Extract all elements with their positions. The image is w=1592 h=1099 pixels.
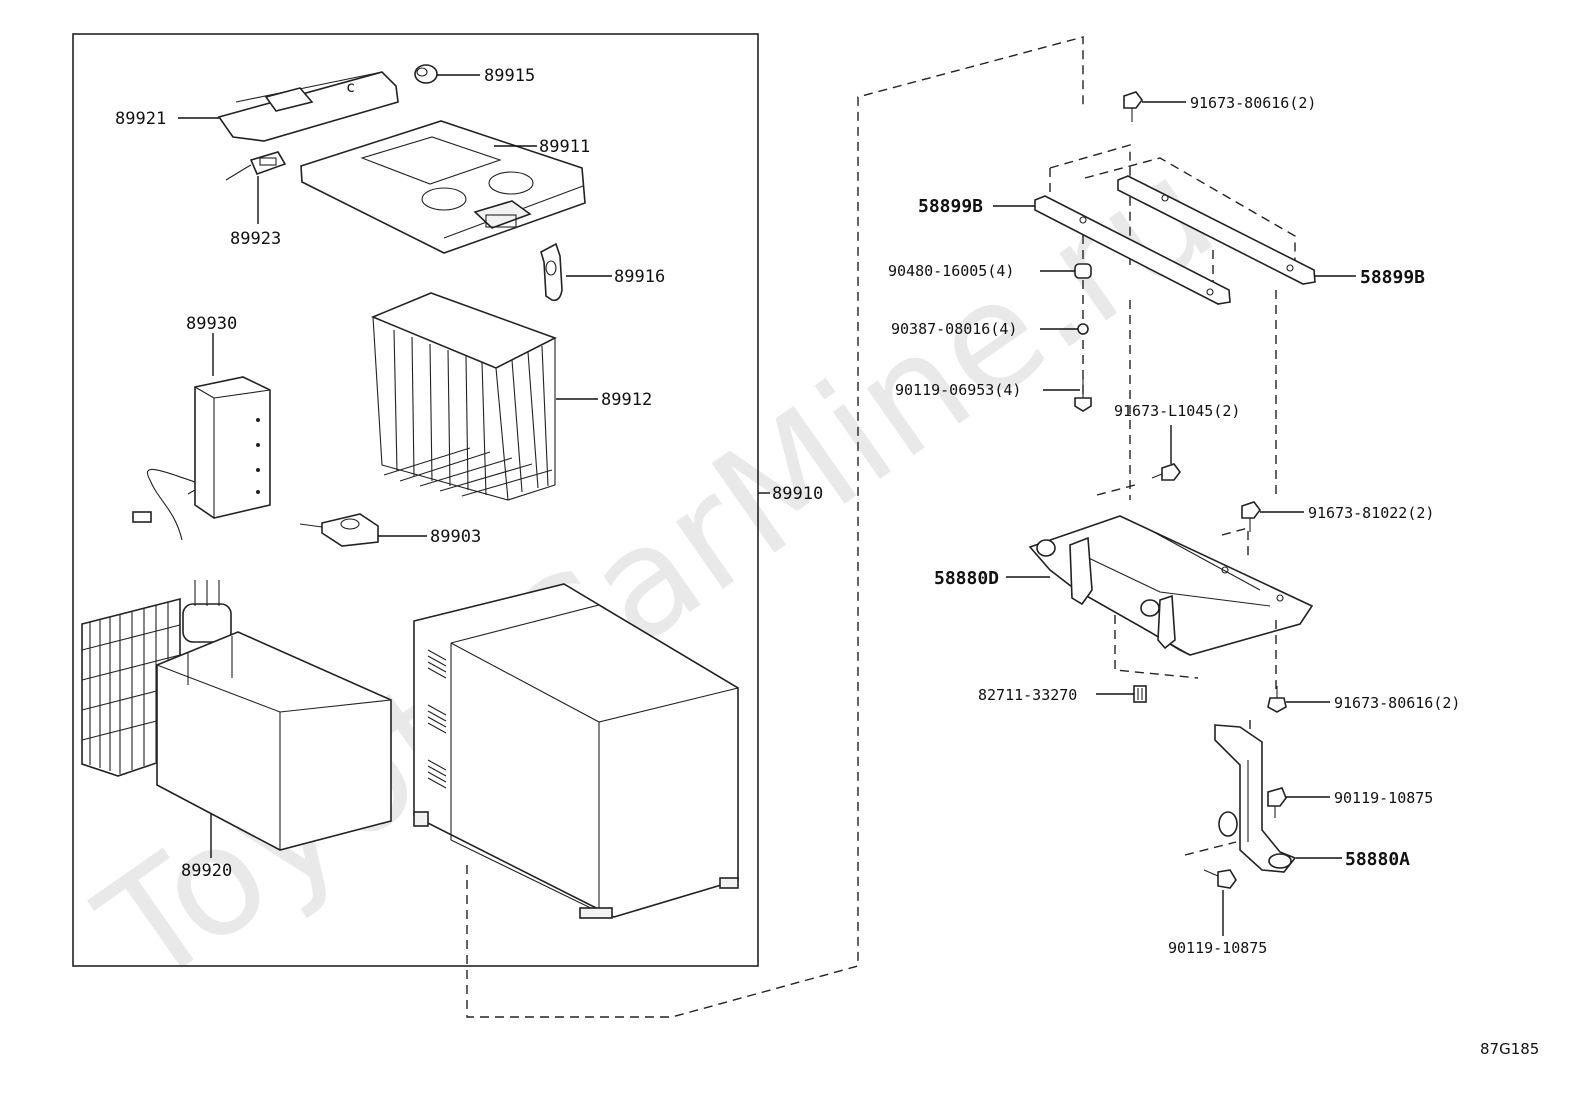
- label-89920: 89920: [181, 861, 232, 881]
- label-89916: 89916: [614, 267, 665, 287]
- part-89912-basket: [370, 292, 558, 501]
- label-89923: 89923: [230, 229, 281, 249]
- part-condenser-grid: [81, 580, 232, 777]
- label-90119-10875-right: 90119-10875: [1334, 789, 1433, 807]
- label-89911: 89911: [539, 137, 590, 157]
- part-89916-latch: [540, 242, 563, 302]
- label-90387: 90387-08016(4): [891, 320, 1017, 338]
- label-58880D: 58880D: [934, 568, 999, 589]
- label-89903: 89903: [430, 527, 481, 547]
- label-89930: 89930: [186, 314, 237, 334]
- label-90119-10875-bottom: 90119-10875: [1168, 939, 1267, 957]
- dashed-connector: [466, 36, 1084, 1018]
- label-58899B-right: 58899B: [1360, 267, 1425, 288]
- label-89912: 89912: [601, 390, 652, 410]
- grommet-90480-icon: [1074, 263, 1092, 279]
- label-91673-80616-top: 91673-80616(2): [1190, 94, 1316, 112]
- part-89930-plate: [132, 376, 271, 541]
- bolt-90119-10875-right-icon: [1267, 787, 1287, 818]
- part-89915-knob: [414, 64, 438, 84]
- group-frame: [72, 33, 759, 967]
- part-58880D-carrier: [1028, 484, 1314, 656]
- bolt-91673-80616-top-icon: [1123, 91, 1143, 122]
- label-91673-81022: 91673-81022(2): [1308, 504, 1434, 522]
- bolt-91673-81022-icon: [1241, 501, 1261, 532]
- part-58880A-bracket: [1184, 724, 1297, 873]
- part-89923-switch: [225, 151, 287, 181]
- label-58899B-left: 58899B: [918, 196, 983, 217]
- label-90119-06953: 90119-06953(4): [895, 381, 1021, 399]
- part-89921-cover: c: [217, 71, 399, 142]
- part-58899B-right-bracket: [1117, 175, 1316, 285]
- bolt-91673-L1045-icon: [1151, 463, 1181, 481]
- label-91673-L1045: 91673-L1045(2): [1114, 402, 1240, 420]
- collar-90387-icon: [1077, 323, 1089, 335]
- clip-82711-icon: [1133, 685, 1147, 703]
- part-89911-lid: [300, 120, 586, 254]
- label-89921: 89921: [115, 109, 166, 129]
- label-58880A: 58880A: [1345, 849, 1410, 870]
- part-89903-thermostat: [299, 513, 379, 547]
- part-58899B-left-bracket: [1034, 195, 1231, 305]
- bolt-91673-80616-bottom-icon: [1267, 686, 1287, 713]
- svg-text:c: c: [346, 78, 355, 96]
- figure-code: 87G185: [1480, 1040, 1539, 1058]
- label-91673-80616-bottom: 91673-80616(2): [1334, 694, 1460, 712]
- label-82711: 82711-33270: [978, 686, 1077, 704]
- bolt-90119-06953-icon: [1074, 378, 1092, 412]
- part-outer-housing: [413, 583, 739, 919]
- label-89915: 89915: [484, 66, 535, 86]
- part-89920-box: [156, 631, 392, 851]
- bolt-90119-10875-bottom-icon: [1203, 869, 1237, 889]
- label-89910: 89910: [772, 484, 823, 504]
- label-90480: 90480-16005(4): [888, 262, 1014, 280]
